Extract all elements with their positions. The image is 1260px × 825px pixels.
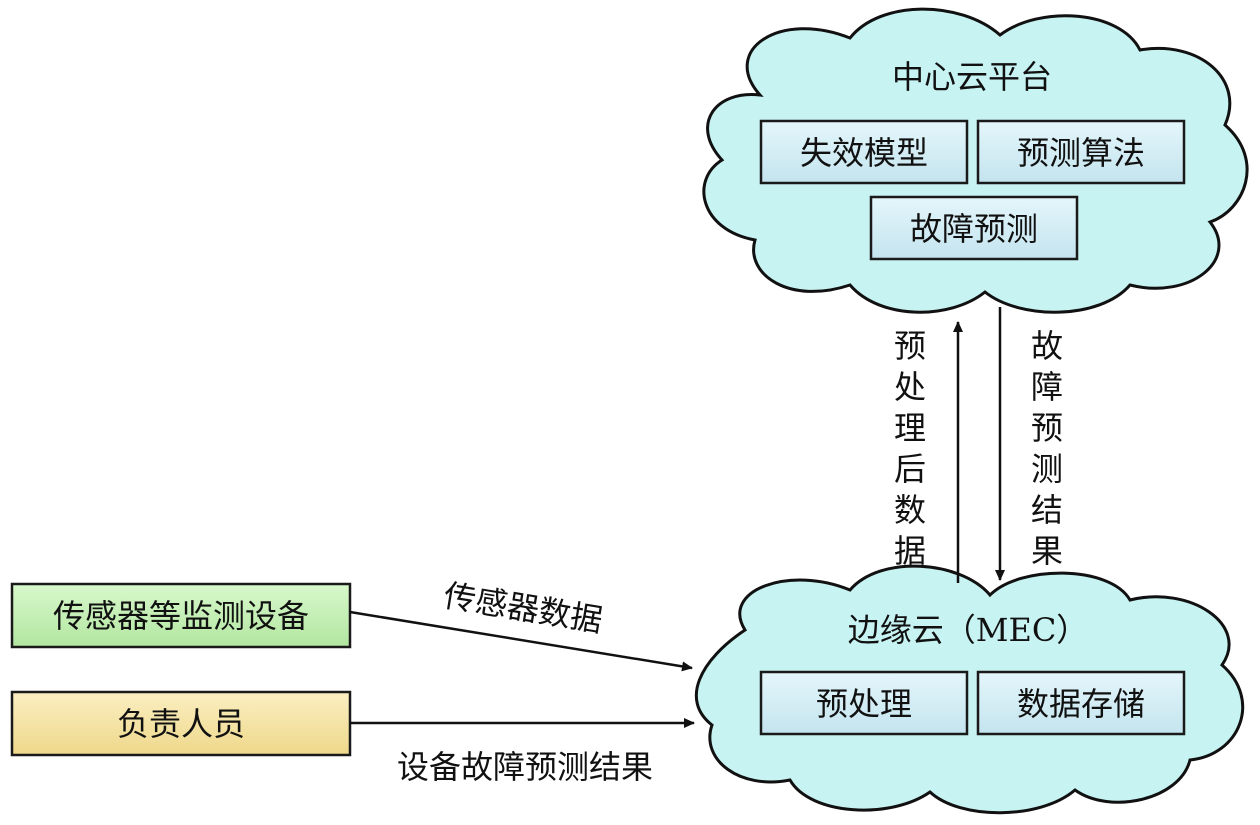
module-prediction-algorithm-box (976, 119, 1186, 185)
up-char-1: 预 (894, 327, 926, 365)
central-cloud: 中心云平台 失效模型 预测算法 故障预测 (702, 7, 1249, 314)
module-fault-prediction-label: 故障预测 (910, 210, 1038, 248)
module-data-storage: 数据存储 (976, 670, 1186, 736)
down-char-2: 障 (1031, 368, 1063, 406)
module-preprocessing: 预处理 (759, 670, 969, 736)
edge-cloud: 边缘云（MEC） 预处理 数据存储 (694, 564, 1245, 815)
up-char-2: 处 (894, 368, 926, 406)
module-fault-prediction: 故障预测 (869, 195, 1079, 261)
module-prediction-algorithm: 预测算法 (976, 119, 1186, 185)
central-cloud-title: 中心云平台 (892, 58, 1052, 96)
down-char-4: 测 (1031, 450, 1063, 488)
responsible-person-label: 负责人员 (117, 705, 245, 743)
sensor-device-box (10, 582, 352, 649)
up-char-3: 理 (894, 409, 926, 447)
down-char-6: 果 (1031, 532, 1063, 570)
up-char-4: 后 (894, 450, 926, 488)
edge-cloud-shape (694, 564, 1245, 815)
down-char-1: 故 (1031, 327, 1063, 365)
responsible-person-node: 负责人员 (10, 690, 352, 757)
sensor-device-node: 传感器等监测设备 (10, 582, 352, 649)
module-preprocessing-box (759, 670, 969, 736)
sensor-data-arrow (349, 610, 693, 672)
fault-result-to-person-label: 设备故障预测结果 (397, 748, 653, 786)
module-preprocessing-label: 预处理 (816, 685, 912, 723)
module-failure-model-box (759, 119, 969, 185)
module-data-storage-box (976, 670, 1186, 736)
module-data-storage-label: 数据存储 (1017, 685, 1145, 723)
module-failure-model-label: 失效模型 (800, 134, 928, 172)
down-char-5: 结 (1031, 491, 1063, 529)
up-char-5: 数 (894, 491, 926, 529)
down-char-3: 预 (1031, 409, 1063, 447)
central-cloud-shape (702, 7, 1249, 314)
module-failure-model: 失效模型 (759, 119, 969, 185)
up-char-6: 据 (894, 532, 926, 570)
edge-cloud-title: 边缘云（MEC） (848, 611, 1089, 649)
preprocessed-data-label: 预 处 理 后 数 据 (894, 327, 926, 570)
sensor-device-label: 传感器等监测设备 (53, 597, 309, 635)
module-prediction-algorithm-label: 预测算法 (1017, 134, 1145, 172)
module-fault-prediction-box (869, 195, 1079, 261)
fault-result-label: 故 障 预 测 结 果 (1031, 327, 1063, 570)
